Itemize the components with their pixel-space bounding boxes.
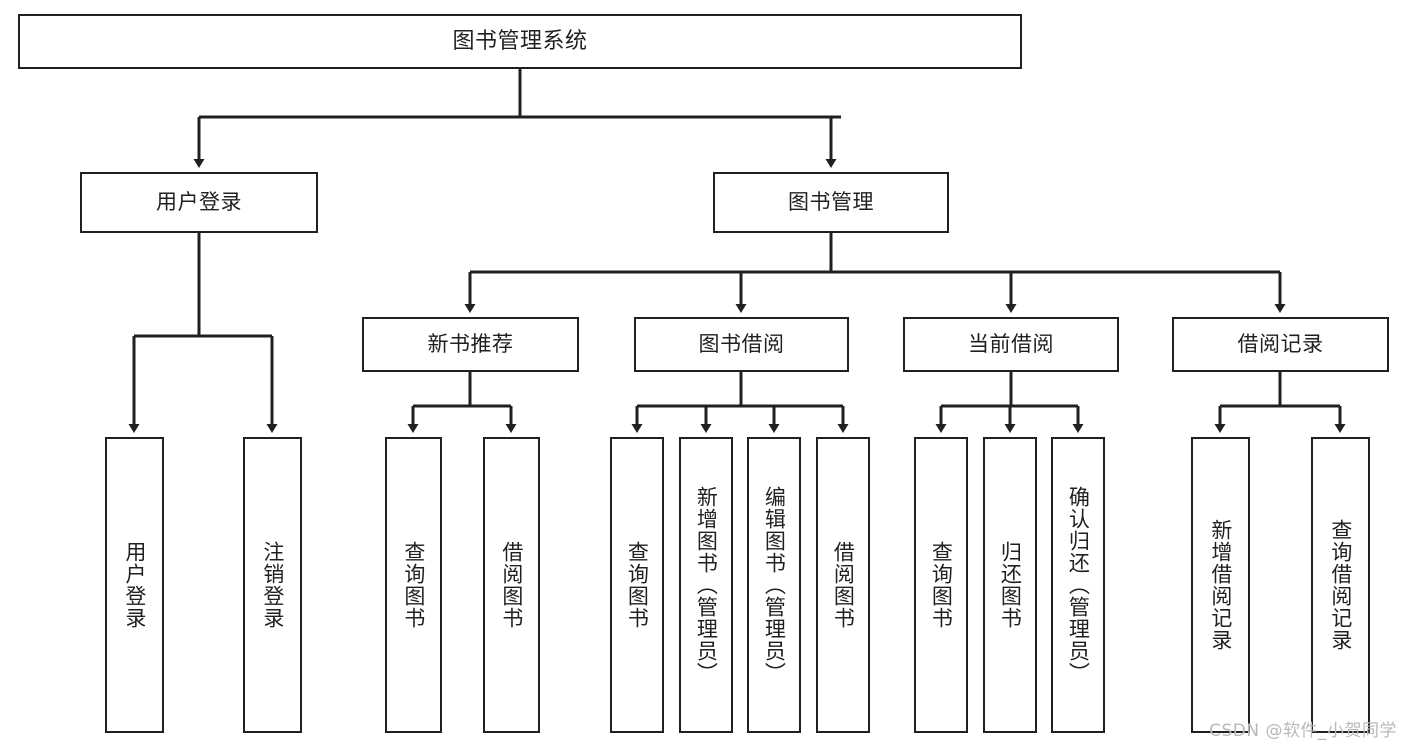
- node-leaf-user-login-label: 用户登录: [122, 541, 147, 629]
- node-book-manage-label: 图书管理: [788, 190, 874, 215]
- node-leaf-edit-book-admin[interactable]: 编辑图书（管理员）: [747, 437, 801, 733]
- node-leaf-borrow-book-2[interactable]: 借阅图书: [816, 437, 870, 733]
- node-leaf-add-book-admin-label: 新增图书（管理员）: [694, 486, 719, 684]
- node-leaf-return-book[interactable]: 归还图书: [983, 437, 1037, 733]
- node-leaf-edit-book-admin-label: 编辑图书（管理员）: [762, 486, 787, 684]
- node-root[interactable]: 图书管理系统: [18, 14, 1022, 69]
- node-leaf-query-book-1-label: 查询图书: [401, 541, 426, 629]
- node-borrow-record[interactable]: 借阅记录: [1172, 317, 1389, 372]
- watermark: CSDN @软件_小贺同学: [1209, 721, 1397, 741]
- node-leaf-query-book-2-label: 查询图书: [625, 541, 650, 629]
- node-leaf-add-book-admin[interactable]: 新增图书（管理员）: [679, 437, 733, 733]
- node-leaf-add-borrow-record-label: 新增借阅记录: [1208, 519, 1233, 651]
- node-leaf-borrow-book-1[interactable]: 借阅图书: [483, 437, 540, 733]
- node-book-manage[interactable]: 图书管理: [713, 172, 949, 233]
- node-leaf-query-book-3[interactable]: 查询图书: [914, 437, 968, 733]
- node-current-borrow[interactable]: 当前借阅: [903, 317, 1119, 372]
- node-new-book-recommend-label: 新书推荐: [427, 332, 514, 357]
- node-borrow-record-label: 借阅记录: [1237, 332, 1324, 357]
- node-leaf-confirm-return-admin[interactable]: 确认归还（管理员）: [1051, 437, 1105, 733]
- node-book-borrow[interactable]: 图书借阅: [634, 317, 849, 372]
- node-book-borrow-label: 图书借阅: [698, 332, 785, 357]
- node-leaf-query-borrow-record[interactable]: 查询借阅记录: [1311, 437, 1370, 733]
- node-root-label: 图书管理系统: [452, 28, 588, 54]
- node-leaf-return-book-label: 归还图书: [998, 541, 1023, 629]
- node-leaf-query-book-1[interactable]: 查询图书: [385, 437, 442, 733]
- node-user-login[interactable]: 用户登录: [80, 172, 318, 233]
- node-leaf-user-logout-label: 注销登录: [260, 541, 285, 629]
- node-current-borrow-label: 当前借阅: [968, 332, 1054, 357]
- node-leaf-borrow-book-1-label: 借阅图书: [499, 541, 524, 629]
- node-leaf-confirm-return-admin-label: 确认归还（管理员）: [1066, 486, 1091, 684]
- node-leaf-user-logout[interactable]: 注销登录: [243, 437, 302, 733]
- node-leaf-add-borrow-record[interactable]: 新增借阅记录: [1191, 437, 1250, 733]
- node-new-book-recommend[interactable]: 新书推荐: [362, 317, 579, 372]
- node-leaf-borrow-book-2-label: 借阅图书: [831, 541, 856, 629]
- node-leaf-query-borrow-record-label: 查询借阅记录: [1328, 519, 1353, 651]
- node-leaf-query-book-3-label: 查询图书: [929, 541, 954, 629]
- node-user-login-label: 用户登录: [156, 190, 242, 215]
- node-leaf-query-book-2[interactable]: 查询图书: [610, 437, 664, 733]
- node-leaf-user-login[interactable]: 用户登录: [105, 437, 164, 733]
